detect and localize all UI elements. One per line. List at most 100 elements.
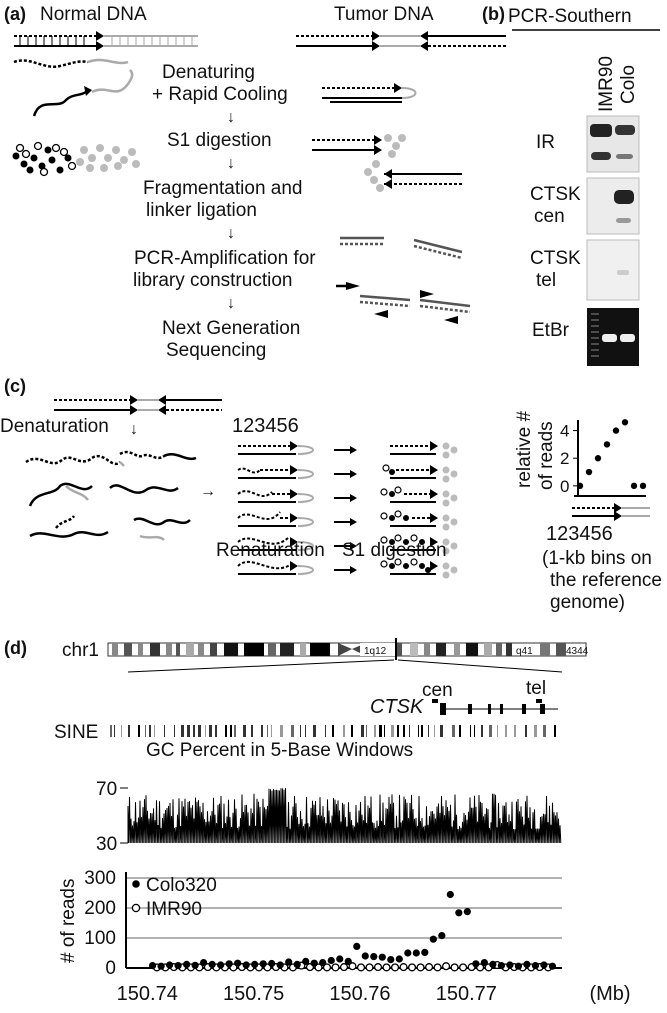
step-pcr-amplification: PCR-Amplification for <box>134 248 316 269</box>
imr90-point-28 <box>390 963 400 972</box>
gel-band-imr90 <box>602 334 617 342</box>
colo320-point-4 <box>183 960 191 969</box>
zoom-line-right <box>397 659 563 673</box>
imr90-point-21 <box>331 963 340 972</box>
imr90-point-25 <box>365 963 374 972</box>
sine-element-34 <box>361 725 364 737</box>
sine-element-33 <box>351 725 353 737</box>
sine-element-53 <box>489 725 492 737</box>
colo320-point-16 <box>285 958 293 966</box>
colo320-point-11 <box>242 961 250 969</box>
sine-element-8 <box>164 725 165 737</box>
sine-element-24 <box>271 725 272 737</box>
colo320-point-0 <box>148 962 157 970</box>
panel-a-tag: (a) <box>4 4 26 24</box>
normal-dna-duplex <box>14 31 198 51</box>
mini-ytick-label-2: 4 <box>560 422 569 441</box>
gc-title: GC Percent in 5-Base Windows <box>146 740 413 761</box>
sine-element-11 <box>187 725 190 737</box>
colo320-point-46 <box>540 961 548 969</box>
reads-ylabel: # of reads <box>58 879 79 964</box>
sine-element-54 <box>497 725 498 737</box>
sine-element-7 <box>154 725 155 737</box>
hairpin-digested-dots <box>364 134 406 192</box>
step-ngs: Next Generation <box>162 318 300 339</box>
sine-element-57 <box>525 725 527 737</box>
blot-ir-band-1 <box>590 124 612 137</box>
sine-element-12 <box>193 725 195 737</box>
mini-point-3 <box>603 441 611 448</box>
sine-element-41 <box>403 725 405 737</box>
sine-element-23 <box>267 725 268 737</box>
mini-point-1 <box>585 468 593 476</box>
imr90-point-26 <box>373 963 383 972</box>
legend-colo320-label: Colo320 <box>146 875 217 896</box>
sine-element-56 <box>514 725 516 737</box>
colo320-point-43 <box>514 962 523 970</box>
colo320-point-36 <box>455 909 463 917</box>
colo320-point-40 <box>489 960 497 969</box>
lane-imr90: IMR90 <box>596 56 617 112</box>
sine-element-15 <box>209 725 212 737</box>
band-1q12: 1q12 <box>364 646 387 657</box>
blot-label-ctsk-tel-2: tel <box>536 270 556 291</box>
sine-element-4 <box>138 725 140 737</box>
colo320-point-9 <box>225 960 233 968</box>
chromosome-ideogram <box>107 638 587 660</box>
sine-element-1 <box>114 725 115 737</box>
sine-element-45 <box>428 725 429 737</box>
reads-xtick-label-2: 150.76 <box>329 983 390 1005</box>
step-sequencing: Sequencing <box>166 340 266 361</box>
sine-element-17 <box>225 725 227 737</box>
sine-element-16 <box>215 725 217 737</box>
sine-element-26 <box>291 725 294 737</box>
sine-element-46 <box>434 725 435 737</box>
colo320-point-33 <box>429 935 437 943</box>
colo320-point-44 <box>523 960 531 969</box>
colo320-point-20 <box>319 959 327 967</box>
lane-colo: Colo <box>618 65 639 104</box>
band-4344: 4344 <box>566 646 589 657</box>
colo320-point-27 <box>378 953 386 961</box>
step-arrow-4: ↓ <box>227 295 235 312</box>
blot-ctsk-cen-band <box>614 190 634 204</box>
mini-point-0 <box>576 482 584 490</box>
sine-element-10 <box>181 725 184 737</box>
ctsk-gene-label: CTSK <box>370 696 425 718</box>
colo320-point-32 <box>421 948 429 957</box>
reads-ytick-label-2: 200 <box>84 898 116 919</box>
sine-element-31 <box>332 725 334 737</box>
colo320-point-31 <box>412 949 420 957</box>
mini-point-6 <box>630 482 638 490</box>
mini-xticks: 123456 <box>546 523 613 545</box>
colo320-point-41 <box>497 962 505 970</box>
sine-element-9 <box>174 725 175 737</box>
tumor-dna-label: Tumor DNA <box>334 4 434 25</box>
renatured-hairpins <box>237 441 314 575</box>
reads-xtick-label-1: 150.75 <box>223 983 284 1005</box>
colo320-point-24 <box>353 942 361 951</box>
gel-ladder <box>591 313 599 357</box>
colo320-point-5 <box>191 961 199 969</box>
mini-note-1: (1-kb bins on <box>542 548 652 569</box>
mini-chart: 024 <box>560 419 650 521</box>
step-linker-ligation: linker ligation <box>146 200 257 221</box>
gc-profile <box>127 788 562 844</box>
chrom-label: chr1 <box>62 640 99 661</box>
step-library-construction: library construction <box>133 270 292 291</box>
linker-fragments <box>336 236 471 324</box>
imr90-point-23 <box>348 962 357 971</box>
imr90-point-22 <box>339 963 349 972</box>
sine-element-52 <box>481 725 483 737</box>
reads-xtick-label-0: 150.74 <box>117 983 178 1005</box>
sine-element-5 <box>145 725 146 737</box>
step-s1-digestion: S1 digestion <box>167 130 272 151</box>
colo320-point-34 <box>438 932 446 940</box>
imr90-point-31 <box>416 963 425 972</box>
sine-element-27 <box>300 725 301 737</box>
colo320-point-13 <box>259 960 267 968</box>
sine-element-59 <box>543 725 546 737</box>
gc-track <box>127 788 562 844</box>
sine-element-18 <box>230 725 232 737</box>
